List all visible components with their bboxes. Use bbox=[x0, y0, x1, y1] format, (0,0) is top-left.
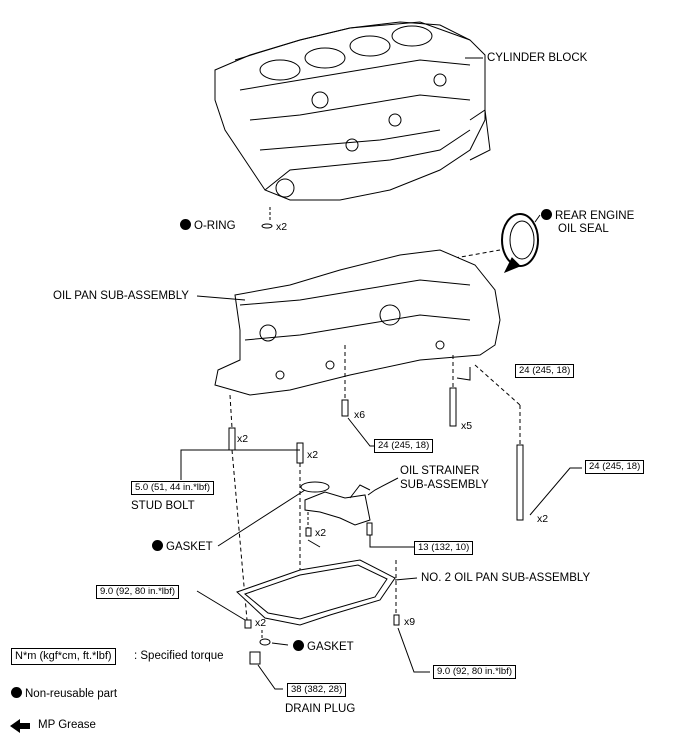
label-rear-engine-oil-seal: REAR ENGINE bbox=[541, 209, 634, 223]
label-gasket-2: GASKET bbox=[293, 640, 354, 654]
label-oil-pan: OIL PAN SUB-ASSEMBLY bbox=[53, 290, 189, 302]
torque-box-strainer: 13 (132, 10) bbox=[414, 541, 474, 555]
qty-o-ring: x2 bbox=[276, 221, 288, 233]
torque-box-24-c: 24 (245, 18) bbox=[585, 460, 645, 474]
label-drain-plug: DRAIN PLUG bbox=[285, 703, 356, 715]
torque-box-stud-bolt: 5.0 (51, 44 in.*lbf) bbox=[131, 481, 214, 495]
label-oil-strainer-2: SUB-ASSEMBLY bbox=[400, 479, 489, 491]
qty-x2-stud-b: x2 bbox=[307, 449, 319, 461]
label-no2-oil-pan: NO. 2 OIL PAN SUB-ASSEMBLY bbox=[421, 572, 591, 584]
qty-x6: x6 bbox=[354, 409, 366, 421]
mp-grease-arrow bbox=[10, 719, 30, 733]
no2-oil-pan-drawing bbox=[236, 559, 396, 626]
label-gasket-1: GASKET bbox=[152, 540, 213, 554]
qty-x2-long-bolt: x2 bbox=[537, 513, 549, 525]
bolt-x5-drawing bbox=[449, 387, 457, 427]
stud-bolt-a-drawing bbox=[228, 427, 236, 451]
qty-x2-stud-a: x2 bbox=[237, 433, 249, 445]
torque-box-24-b: 24 (245, 18) bbox=[374, 439, 434, 453]
label-o-ring: O-RING bbox=[180, 219, 236, 233]
qty-x5: x5 bbox=[461, 420, 473, 432]
torque-box-drain-plug: 38 (382, 28) bbox=[287, 683, 347, 697]
label-oil-strainer: OIL STRAINER bbox=[400, 465, 480, 477]
legend-non-reusable: Non-reusable part bbox=[11, 687, 117, 701]
torque-box-pan-right: 9.0 (92, 80 in.*lbf) bbox=[433, 665, 516, 679]
oil-pan-drawing bbox=[214, 249, 501, 396]
rear-oil-seal-drawing bbox=[501, 213, 539, 267]
non-reusable-dot-icon bbox=[541, 209, 552, 220]
oil-strainer-drawing bbox=[300, 481, 371, 526]
non-reusable-dot-icon bbox=[293, 640, 304, 651]
stud-bolt-b-drawing bbox=[296, 442, 304, 464]
legend-mp-grease: MP Grease bbox=[38, 719, 96, 731]
label-cylinder-block: CYLINDER BLOCK bbox=[487, 52, 588, 64]
non-reusable-dot-icon bbox=[152, 540, 163, 551]
bolt-x6-drawing bbox=[341, 399, 349, 417]
label-stud-bolt: STUD BOLT bbox=[131, 500, 195, 512]
torque-box-pan-left: 9.0 (92, 80 in.*lbf) bbox=[96, 585, 179, 599]
long-bolt-drawing bbox=[516, 444, 524, 521]
o-ring-drawing bbox=[261, 223, 273, 229]
torque-box-24-a: 24 (245, 18) bbox=[515, 364, 575, 378]
legend-torque-box: N*m (kgf*cm, ft.*lbf) bbox=[11, 648, 116, 665]
legend-torque-desc: : Specified torque bbox=[134, 650, 224, 662]
cylinder-block-drawing bbox=[214, 21, 491, 201]
non-reusable-dot-icon bbox=[180, 219, 191, 230]
label-rear-engine-oil-seal-2: OIL SEAL bbox=[558, 223, 609, 235]
qty-x9: x9 bbox=[404, 616, 416, 628]
qty-x2-strainer: x2 bbox=[315, 527, 327, 539]
qty-x2-pan-bolt: x2 bbox=[255, 617, 267, 629]
non-reusable-dot-icon bbox=[11, 687, 22, 698]
